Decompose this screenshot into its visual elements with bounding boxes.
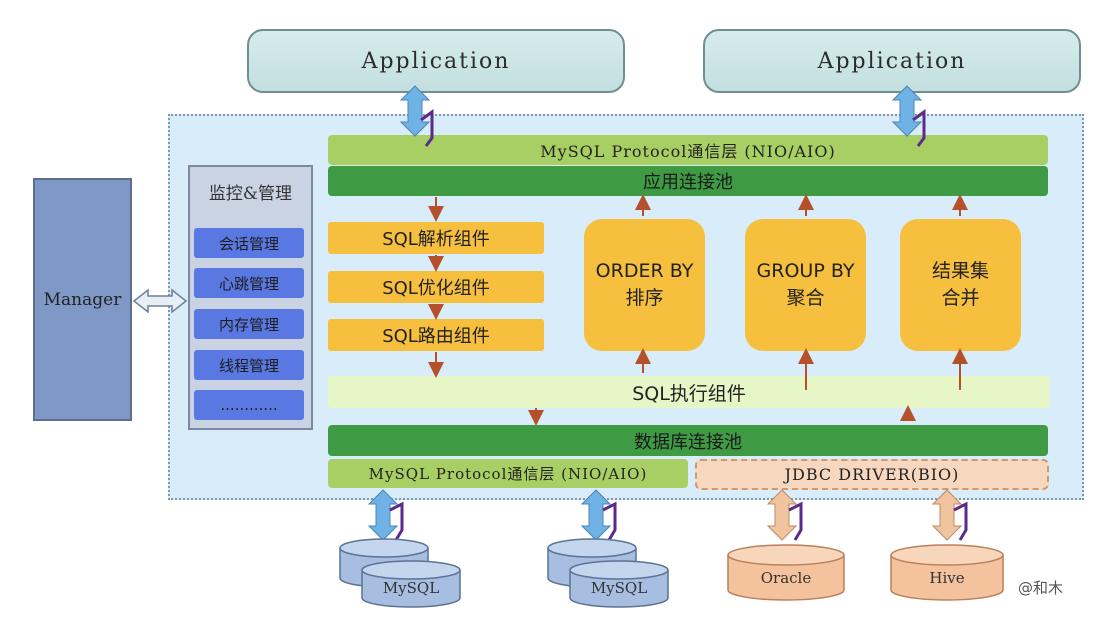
result-merge-sublabel: 合并 (941, 287, 980, 309)
mysql-database-2 (547, 538, 669, 608)
monitor-item-session: 会话管理 (194, 228, 304, 258)
protocol-layer-top-label: MySQL Protocol通信层 (NIO/AIO) (540, 142, 836, 161)
double-arrow-icon (367, 489, 399, 541)
double-arrow-icon (931, 489, 963, 541)
manager-label: Manager (43, 289, 122, 310)
application-connection-pool-label: 应用连接池 (643, 172, 733, 193)
sql-router-component: SQL路由组件 (328, 319, 544, 351)
app-link-arrows (399, 85, 926, 147)
result-merge-label: 结果集 (931, 260, 989, 283)
application-connection-pool: 应用连接池 (328, 166, 1048, 196)
double-arrow-icon (580, 489, 612, 541)
database-connection-pool: 数据库连接池 (328, 425, 1048, 456)
jdbc-driver-label: JDBC DRIVER(BIO) (784, 465, 960, 484)
group-by-sublabel: 聚合 (786, 287, 825, 309)
double-arrow-icon (132, 288, 188, 314)
oracle-database (727, 544, 845, 601)
mysql-label: MySQL (382, 579, 440, 597)
result-flow-arrows (635, 194, 968, 421)
application-box-right: Application (703, 29, 1081, 93)
database-connection-pool-label: 数据库连接池 (634, 431, 742, 453)
monitor-title: 监控&管理 (208, 184, 293, 204)
link-bracket-icon (420, 109, 434, 147)
monitor-item-memory: 内存管理 (194, 309, 304, 339)
link-bracket-icon (602, 501, 617, 541)
monitor-item-heartbeat: 心跳管理 (194, 268, 304, 298)
watermark: @和木 (1018, 579, 1064, 597)
monitor-item-more: ............ (194, 390, 304, 420)
db-link-arrows (367, 489, 968, 541)
oracle-label: Oracle (760, 569, 812, 587)
manager-link-arrow (132, 288, 188, 314)
sql-optimizer-component: SQL优化组件 (328, 271, 544, 303)
mysql-database-1 (339, 538, 461, 608)
group-by-label: GROUP BY (756, 260, 855, 283)
group-by-aggregate-box: GROUP BY 聚合 (745, 219, 866, 351)
link-bracket-icon (912, 109, 926, 147)
sql-executor-component: SQL执行组件 (328, 376, 1050, 408)
sql-parser-component: SQL解析组件 (328, 222, 544, 254)
order-by-sort-box: ORDER BY 排序 (584, 219, 705, 351)
order-by-label: ORDER BY (595, 260, 694, 283)
double-arrow-icon (399, 85, 431, 137)
order-by-sublabel: 排序 (625, 287, 664, 309)
double-arrow-icon (766, 489, 798, 541)
manager-box: Manager (33, 178, 132, 421)
sql-flow-arrows (428, 197, 544, 426)
mysql-label: MySQL (590, 579, 648, 597)
application-label: Application (817, 48, 967, 74)
sql-executor-label: SQL执行组件 (632, 382, 746, 405)
protocol-layer-bottom-label: MySQL Protocol通信层 (NIO/AIO) (368, 465, 648, 483)
application-box-left: Application (247, 29, 625, 93)
monitor-item-thread: 线程管理 (194, 350, 304, 380)
link-bracket-icon (788, 501, 803, 541)
double-arrow-icon (891, 85, 923, 137)
link-bracket-icon (389, 501, 404, 541)
protocol-layer-bottom: MySQL Protocol通信层 (NIO/AIO) (328, 459, 688, 488)
result-merge-box: 结果集 合并 (900, 219, 1021, 351)
hive-database (890, 544, 1004, 601)
application-label: Application (361, 48, 511, 74)
link-bracket-icon (953, 501, 968, 541)
hive-label: Hive (929, 569, 965, 587)
jdbc-driver-layer: JDBC DRIVER(BIO) (695, 459, 1049, 490)
protocol-layer-top: MySQL Protocol通信层 (NIO/AIO) (328, 135, 1048, 165)
